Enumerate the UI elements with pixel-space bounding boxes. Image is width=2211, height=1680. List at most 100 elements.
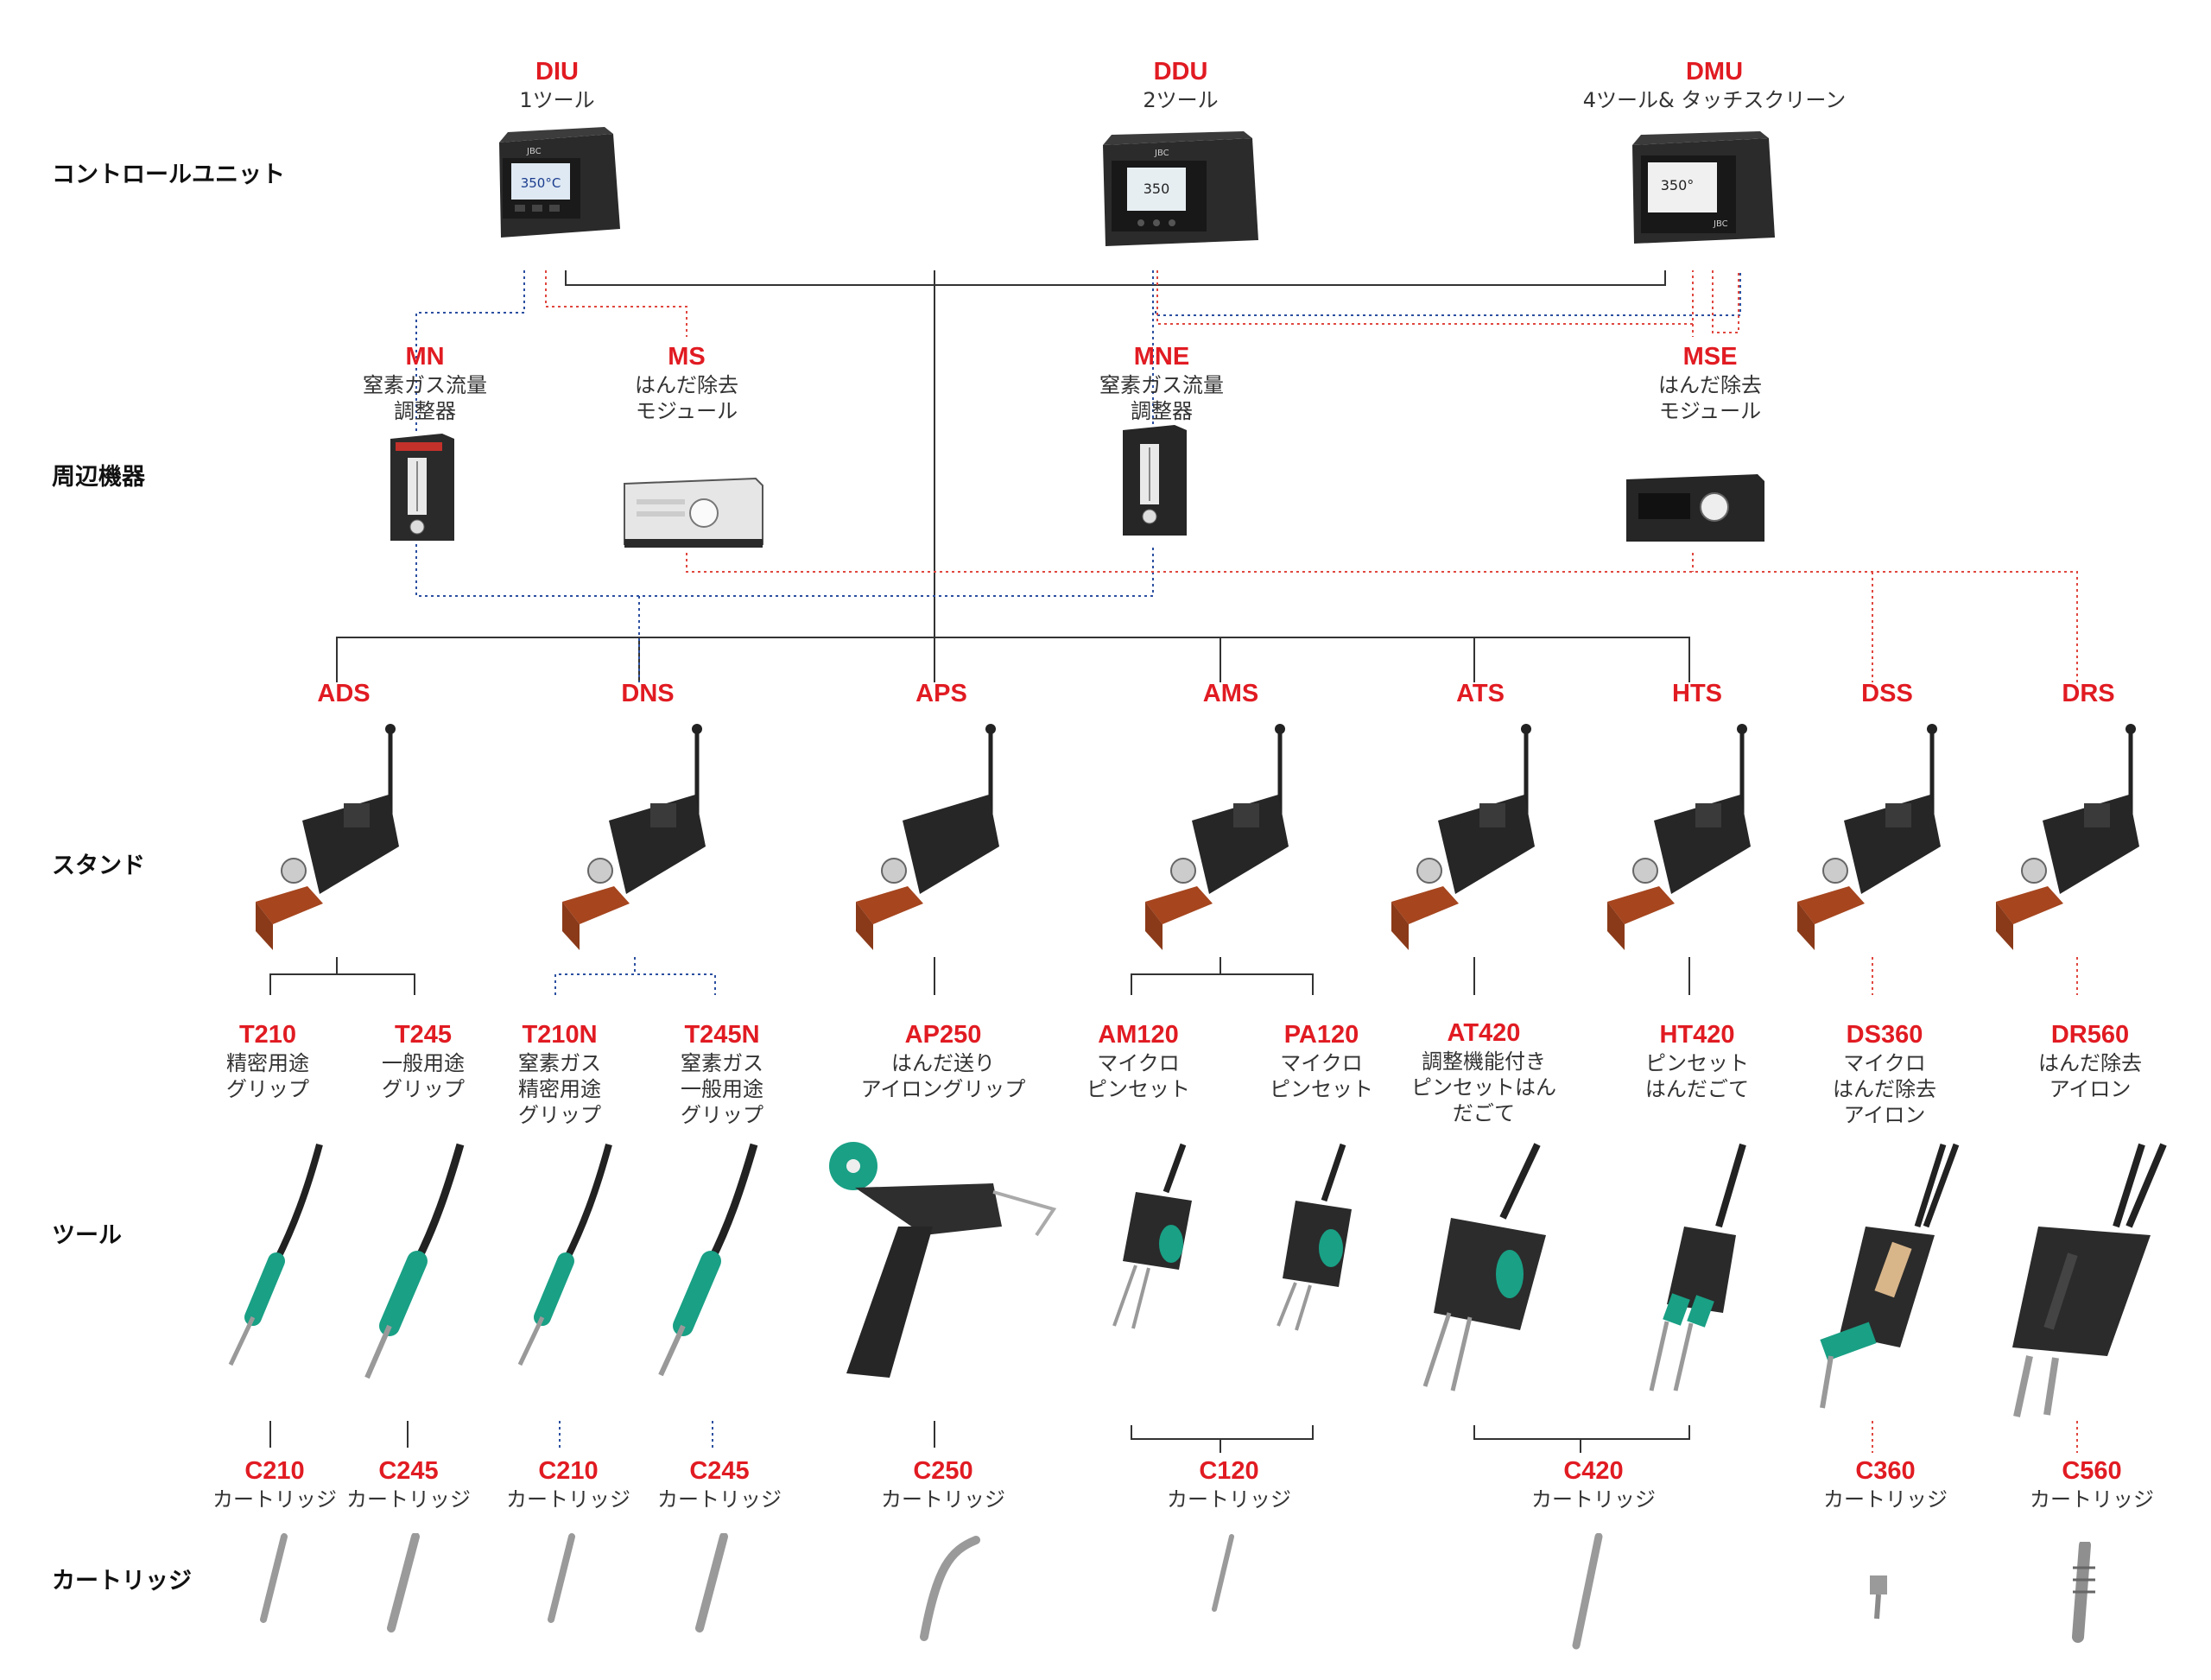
stand-code: DNS <box>621 680 675 707</box>
control-unit-diu-label: DIU 1ツール <box>410 56 704 113</box>
tool-code: T210N <box>522 1021 598 1049</box>
tool-t245-image <box>364 1143 465 1379</box>
cartridge-c560-image <box>2072 1542 2095 1643</box>
tool-code: T210 <box>238 1021 297 1049</box>
tool-desc: はんだごて <box>1644 1077 1750 1102</box>
cartridge-desc: カートリッジ <box>212 1487 337 1512</box>
control-unit-dmu-image: 350° JBC <box>1632 131 1775 244</box>
control-unit-code: DMU <box>1685 58 1744 86</box>
tool-ap250-label: AP250 はんだ送り アイロングリップ <box>796 1019 1090 1102</box>
tool-at420-image <box>1422 1143 1546 1392</box>
stand-dns-label: DNS <box>501 678 795 709</box>
stand-code: APS <box>915 680 967 707</box>
peripheral-desc: 窒素ガス流量 <box>1099 373 1224 398</box>
row-label-stands: スタンド <box>52 853 145 879</box>
tool-dr560-label: DR560 はんだ除去 アイロン <box>1943 1019 2211 1102</box>
tool-desc: アイロン <box>2049 1077 2132 1102</box>
peripheral-mn-image <box>390 434 454 541</box>
cartridge-c210-image <box>260 1533 288 1623</box>
control-unit-desc: 2ツール <box>1143 88 1219 113</box>
tool-desc: 窒素ガス <box>518 1051 601 1076</box>
tool-cartridge-connections <box>269 1421 1690 1453</box>
cartridge-c210-label: C210 カートリッジ <box>128 1455 421 1512</box>
tool-t210-label: T210 精密用途 グリップ <box>121 1019 415 1102</box>
stand-aps-label: APS <box>795 678 1088 709</box>
peripheral-mse-label: MSE はんだ除去 モジュール <box>1563 341 1857 424</box>
cartridge-desc: カートリッジ <box>1167 1487 1291 1512</box>
stand-drs-image <box>1996 724 2139 950</box>
control-unit-desc: 1ツール <box>519 88 595 113</box>
cartridge-code: C210 <box>244 1457 305 1485</box>
tool-code: HT420 <box>1659 1021 1735 1049</box>
cartridge-c360-label: C360 カートリッジ <box>1739 1455 2032 1512</box>
dmu-brand: JBC <box>1713 219 1728 229</box>
stand-ams-label: AMS <box>1084 678 1378 709</box>
stand-drs-label: DRS <box>1942 678 2211 709</box>
nitrogen-connections <box>415 270 1741 1448</box>
tool-desc: アイロン <box>1843 1103 1926 1128</box>
tool-code: PA120 <box>1283 1021 1359 1049</box>
control-unit-ddu-image: 350 JBC <box>1103 131 1258 246</box>
cartridge-c250-image <box>920 1536 980 1641</box>
peripheral-code: MSE <box>1682 343 1738 371</box>
cartridge-desc: カートリッジ <box>2030 1487 2154 1512</box>
stand-dss-image <box>1797 724 1941 950</box>
cartridge-c560-label: C560 カートリッジ <box>1945 1455 2211 1512</box>
tool-code: AP250 <box>904 1021 982 1049</box>
stand-code: AMS <box>1202 680 1259 707</box>
cartridge-c245-image <box>387 1533 420 1632</box>
stand-ads-image <box>256 724 399 950</box>
peripheral-desc: はんだ除去 <box>635 373 738 398</box>
tool-t210-image <box>228 1143 323 1366</box>
row-label-peripherals: 周辺機器 <box>52 464 145 491</box>
control-unit-code: DIU <box>535 58 579 86</box>
tool-at420-label: AT420 調整機能付き ピンセットはん だごて <box>1337 1018 1631 1126</box>
cartridge-code: C210 <box>538 1457 599 1485</box>
tool-t245-label: T245 一般用途 グリップ <box>276 1019 570 1102</box>
stand-code: HTS <box>1672 680 1722 707</box>
tool-desc: 窒素ガス <box>681 1051 763 1076</box>
tool-code: DS360 <box>1846 1021 1923 1049</box>
cartridge-desc: カートリッジ <box>506 1487 630 1512</box>
tool-desc: アイロングリップ <box>860 1077 1026 1102</box>
cartridge-c245n-image <box>695 1533 728 1632</box>
cartridge-code: C360 <box>1855 1457 1916 1485</box>
stand-hts-label: HTS <box>1550 678 1844 709</box>
tool-ds360-image <box>1820 1143 1960 1409</box>
tool-desc: グリップ <box>226 1077 309 1102</box>
tool-code: DR560 <box>2050 1021 2130 1049</box>
cartridge-code: C245 <box>378 1457 439 1485</box>
peripheral-code: MNE <box>1133 343 1190 371</box>
tool-desc: マイクロ <box>1843 1051 1926 1076</box>
cartridge-c120-image <box>1212 1534 1234 1612</box>
tool-desc: マイクロ <box>1097 1051 1180 1076</box>
tool-desc: はんだ送り <box>891 1051 995 1076</box>
stand-ats-label: ATS <box>1334 678 1627 709</box>
tool-desc: ピンセット <box>1086 1077 1190 1102</box>
tool-ht420-label: HT420 ピンセット はんだごて <box>1550 1019 1844 1102</box>
stand-code: DRS <box>2062 680 2115 707</box>
peripheral-desc: 窒素ガス流量 <box>363 373 487 398</box>
cartridge-c120-label: C120 カートリッジ <box>1082 1455 1376 1512</box>
stand-code: DSS <box>1861 680 1913 707</box>
peripheral-desc: 調整器 <box>1131 399 1193 424</box>
cartridge-code: C245 <box>689 1457 750 1485</box>
peripheral-desc: モジュール <box>1658 399 1762 424</box>
tool-desc: マイクロ <box>1280 1051 1363 1076</box>
stand-code: ATS <box>1456 680 1505 707</box>
cartridge-code: C420 <box>1563 1457 1624 1485</box>
stand-dns-image <box>562 724 706 950</box>
cartridge-desc: カートリッジ <box>881 1487 1005 1512</box>
tool-desc: ピンセットはん <box>1411 1075 1556 1100</box>
cartridge-code: C120 <box>1199 1457 1259 1485</box>
tool-t210n-image <box>517 1143 612 1366</box>
peripheral-code: MS <box>668 343 706 371</box>
row-label-cartridges: カートリッジ <box>52 1568 192 1594</box>
cartridge-c245-label: C245 カートリッジ <box>262 1455 555 1512</box>
stand-dss-label: DSS <box>1740 678 2034 709</box>
peripheral-code: MN <box>405 343 445 371</box>
tool-desc: ピンセット <box>1270 1077 1373 1102</box>
peripheral-ms-image <box>624 477 763 548</box>
control-unit-code: DDU <box>1153 58 1208 86</box>
tool-desc: はんだ除去 <box>1833 1077 1936 1102</box>
